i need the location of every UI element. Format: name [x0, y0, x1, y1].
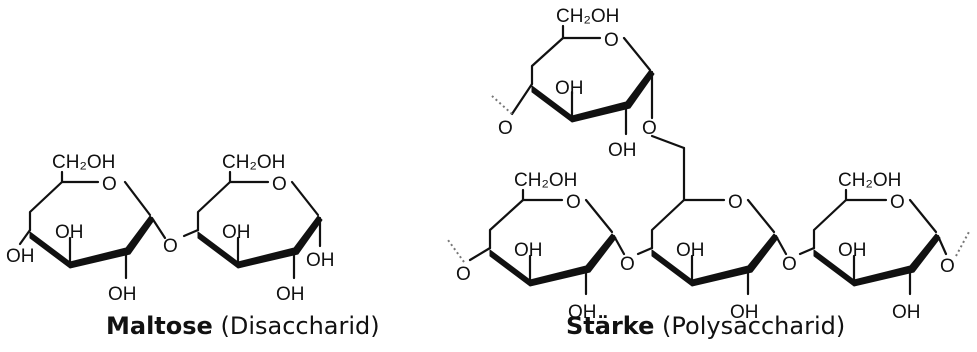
maltose-ring-oxygen-1: O — [102, 174, 117, 195]
starch-ring-top — [491, 24, 686, 150]
starch-ring-oxygen-right: O — [890, 192, 905, 213]
starch-ring-right — [798, 188, 971, 296]
starch-oxygen-branch: O — [642, 118, 657, 139]
starch-oh-top-a: OH — [555, 78, 584, 99]
starch-oxygen-top-left: O — [498, 118, 513, 139]
maltose-oh-2a: OH — [222, 222, 251, 243]
maltose-ring-2 — [182, 170, 323, 280]
maltose-oh-1c: OH — [108, 284, 137, 305]
maltose-oh-1b: OH — [6, 246, 35, 267]
starch-ch2oh-right: CH₂OH — [838, 170, 901, 191]
starch-oh-middle-a: OH — [676, 240, 705, 261]
caption-maltose-type: (Disaccharid) — [220, 312, 380, 340]
maltose-oh-1a: OH — [55, 222, 84, 243]
starch-oh-middle-b: OH — [730, 302, 759, 323]
starch-glycosidic-oxygen-2: O — [782, 254, 797, 275]
caption-starch-type: (Polysaccharid) — [662, 312, 846, 340]
starch-oh-left-a: OH — [514, 240, 543, 261]
starch-glycosidic-oxygen-1: O — [620, 254, 635, 275]
starch-oh-right-b: OH — [892, 302, 921, 323]
starch-ch2oh-left: CH₂OH — [514, 170, 577, 191]
starch-ring-oxygen-left: O — [566, 192, 581, 213]
starch-oxygen-left-end: O — [456, 264, 471, 285]
starch-ring-middle — [636, 146, 788, 296]
starch-ring-oxygen-top: O — [604, 30, 619, 51]
maltose-oh-2c: OH — [276, 284, 305, 305]
starch-structure: CH₂OH O OH OH O O CH₂OH O OH OH O O — [447, 6, 971, 323]
starch-oxygen-right-end: O — [940, 256, 955, 277]
maltose-ch2oh-1: CH₂OH — [52, 152, 115, 173]
caption-starch-name: Stärke — [566, 312, 655, 340]
starch-ring-oxygen-middle: O — [728, 192, 743, 213]
starch-oh-right-a: OH — [838, 240, 867, 261]
maltose-glycosidic-oxygen: O — [163, 236, 178, 257]
starch-oh-left-b: OH — [568, 302, 597, 323]
caption-maltose: Maltose (Disaccharid) — [106, 312, 380, 340]
starch-ch2oh-top: CH₂OH — [556, 6, 619, 27]
starch-oh-top-b: OH — [608, 140, 637, 161]
maltose-structure: CH₂OH O OH OH OH O CH₂OH O OH OH OH — [6, 152, 335, 305]
maltose-ring-1 — [18, 170, 167, 280]
maltose-oh-2b: OH — [306, 250, 335, 271]
maltose-ch2oh-2: CH₂OH — [222, 152, 285, 173]
caption-maltose-name: Maltose — [106, 312, 213, 340]
caption-starch: Stärke (Polysaccharid) — [566, 312, 845, 340]
maltose-ring-oxygen-2: O — [272, 174, 287, 195]
starch-ring-left — [447, 188, 626, 296]
